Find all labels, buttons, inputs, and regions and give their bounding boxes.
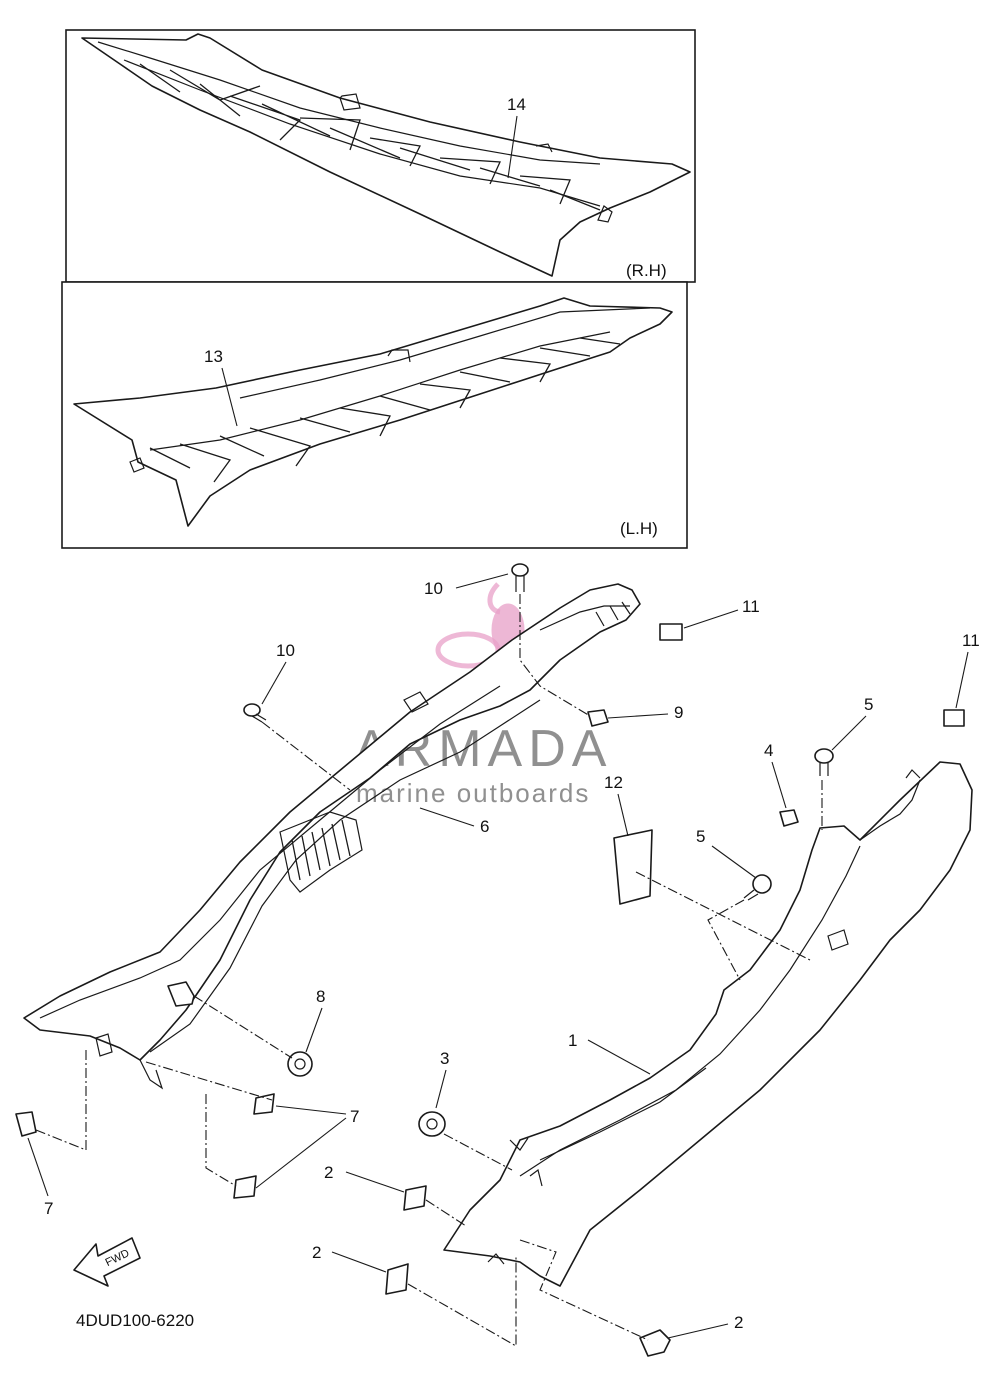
callout-10-top: 10 [424,579,443,598]
callout-7-left: 7 [44,1199,53,1218]
pad-2-b [385,1263,409,1295]
callout-1: 1 [568,1031,577,1050]
screw-10-top [511,563,529,592]
callout-5-upper: 5 [864,695,873,714]
pad-7-b [233,1175,257,1199]
callout-2-a: 2 [324,1163,333,1182]
callout-13: 13 [204,347,223,366]
screw-10-left [243,703,267,723]
callout-3: 3 [440,1049,449,1068]
watermark-tagline: marine outboards [356,778,590,808]
small-parts [15,563,965,1357]
callout-2-b: 2 [312,1243,321,1262]
side-cover-lh-drawing [73,297,673,527]
callout-14: 14 [507,95,526,114]
nut-4 [779,809,799,827]
callout-10-left: 10 [276,641,295,660]
assembly-lines [35,594,823,1347]
callout-11-a: 11 [742,597,760,616]
inset-panel-rh: 14 (R.H) [65,29,696,283]
pad-7-c [15,1111,37,1137]
inset-panel-lh: 13 (L.H) [61,281,688,549]
side-cover-rh-drawing [81,33,691,277]
callout-7-right: 7 [350,1107,359,1126]
diagram-code: 4DUD100-6220 [76,1311,194,1330]
callout-8: 8 [316,987,325,1006]
screw-5-upper [814,748,834,776]
grommet-8 [287,1051,313,1077]
callouts: 10 10 11 11 9 5 4 12 6 5 8 1 3 7 7 2 [27,573,980,1339]
collar [167,981,195,1007]
side-cover-1 [443,761,973,1287]
callout-6: 6 [480,817,489,836]
damper-11-a [659,623,683,641]
nut-9 [587,709,609,727]
label-12 [613,829,653,905]
clip-2-c [639,1329,671,1357]
center-panel-6 [23,583,641,1090]
damper-11-b [943,709,965,727]
screw-5-lower [743,874,772,901]
pad-2-a [403,1185,427,1211]
fwd-arrow: FWD [73,1237,141,1287]
callout-2-c: 2 [734,1313,743,1332]
callout-4: 4 [764,741,773,760]
panel-tag-lh: (L.H) [620,519,658,538]
pad-7-a [253,1093,275,1115]
callout-12: 12 [604,773,623,792]
callout-11-b: 11 [962,631,980,650]
grommet-3 [418,1111,446,1137]
callout-5-lower: 5 [696,827,705,846]
callout-9: 9 [674,703,683,722]
panel-tag-rh: (R.H) [626,261,667,280]
